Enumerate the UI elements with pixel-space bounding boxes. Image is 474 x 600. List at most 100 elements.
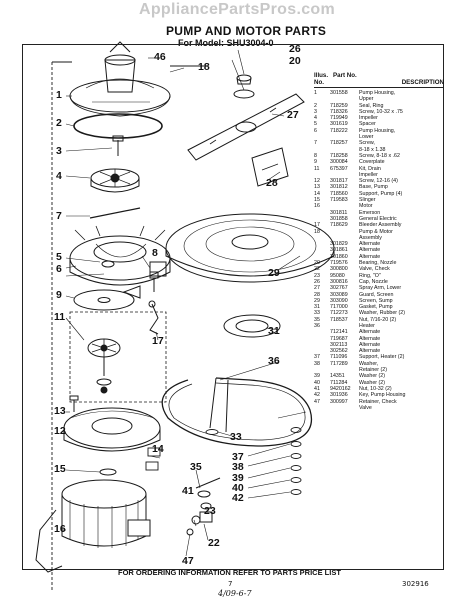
- heater: [161, 377, 312, 447]
- callout-35: 35: [190, 461, 202, 473]
- parts-row: 719687 Alternate: [314, 336, 444, 342]
- row-part-no: 711096: [330, 354, 348, 361]
- callout-7: 7: [56, 210, 62, 222]
- callout-23: 23: [204, 505, 216, 517]
- parts-row: Lower: [314, 134, 444, 140]
- row-part-no: 712141: [330, 329, 348, 336]
- row-description: Pump Housing,: [359, 90, 396, 96]
- row-description: Screw, 10-32 x .75: [359, 108, 403, 115]
- screw-12: [69, 395, 79, 412]
- parts-row: 8 718258 Screw, 8-18 x .62: [314, 153, 444, 159]
- row-illus-no: 8: [314, 152, 317, 159]
- row-description: Seal, Ring: [359, 102, 384, 109]
- callout-1: 1: [56, 89, 62, 101]
- row-description: Pump Housing,: [359, 127, 396, 134]
- screw-8: [149, 271, 159, 292]
- row-description: Spacer: [359, 121, 376, 128]
- row-description: Impeller: [359, 115, 378, 122]
- row-description: Coverplate: [359, 159, 385, 166]
- row-part-no: 711284: [330, 379, 348, 386]
- row-description: Gasket, Pump: [359, 304, 393, 311]
- row-illus-no: 41: [314, 385, 320, 392]
- parts-row: 39 14351 Washer (2): [314, 373, 444, 379]
- row-part-no: 718259: [330, 102, 348, 109]
- parts-row: Retainer (2): [314, 367, 444, 373]
- row-illus-no: 11: [314, 165, 320, 172]
- pump-base: [63, 407, 161, 452]
- row-illus-no: 18: [314, 228, 320, 235]
- callout-2: 2: [56, 117, 62, 129]
- callout-22: 22: [208, 537, 220, 549]
- row-illus-no: 35: [314, 316, 320, 323]
- callout-16: 16: [54, 523, 66, 535]
- callout-18: 18: [198, 61, 210, 73]
- row-part-no: 719576: [330, 260, 348, 267]
- callout-27: 27: [287, 109, 299, 121]
- slinger: [99, 468, 117, 476]
- row-description: Alternate: [359, 241, 381, 248]
- drain-impeller: [87, 338, 121, 394]
- callout-5: 5: [56, 251, 62, 263]
- row-illus-no: 2: [314, 102, 317, 109]
- row-illus-no: 3: [314, 108, 317, 115]
- row-illus-no: 9: [314, 159, 317, 166]
- row-part-no: 301558: [330, 90, 348, 96]
- row-description: Nut, 10-32 (2): [359, 385, 392, 392]
- row-illus-no: 39: [314, 373, 320, 380]
- row-description: Washer (2): [359, 373, 385, 380]
- row-part-no: 719687: [330, 335, 348, 342]
- row-part-no: 303090: [330, 297, 348, 304]
- callout-33: 33: [230, 431, 242, 443]
- row-description: Guard, Screen: [359, 291, 394, 298]
- row-illus-no: 6: [314, 127, 317, 134]
- row-description: Assembly: [359, 234, 382, 241]
- callout-41: 41: [182, 485, 194, 497]
- row-illus-no: 38: [314, 360, 320, 367]
- coverplate: [73, 285, 141, 311]
- row-part-no: 301936: [330, 392, 348, 399]
- row-part-no: 718258: [330, 152, 348, 159]
- row-illus-no: 36: [314, 322, 320, 329]
- row-part-no: 718326: [330, 108, 348, 115]
- callout-12: 12: [54, 425, 66, 437]
- document-code: 302916: [402, 580, 429, 588]
- row-part-no: 302113: [330, 341, 348, 348]
- row-description: Heater: [359, 322, 375, 329]
- row-part-no: 303089: [330, 291, 348, 298]
- assembly-bracket: [51, 61, 205, 590]
- row-part-no: 14351: [330, 373, 345, 380]
- row-description: Screw, 8-18 x .62: [359, 152, 400, 159]
- row-illus-no: 22: [314, 266, 320, 273]
- model-subtitle: For Model: SHU3004-0: [178, 38, 274, 48]
- seal-ring: [73, 113, 163, 139]
- row-description: Alternate: [359, 335, 381, 342]
- row-part-no: 718560: [330, 190, 348, 197]
- screw-3: [112, 135, 124, 156]
- row-description: Alternate: [359, 253, 381, 260]
- row-description: Emerson: [359, 209, 381, 216]
- row-illus-no: 42: [314, 392, 320, 399]
- impeller: [90, 168, 140, 193]
- parts-row: 8-18 x 1.38: [314, 147, 444, 153]
- row-part-no: 719949: [330, 115, 348, 122]
- row-description: Retainer, Check: [359, 398, 397, 405]
- motor: [35, 479, 151, 573]
